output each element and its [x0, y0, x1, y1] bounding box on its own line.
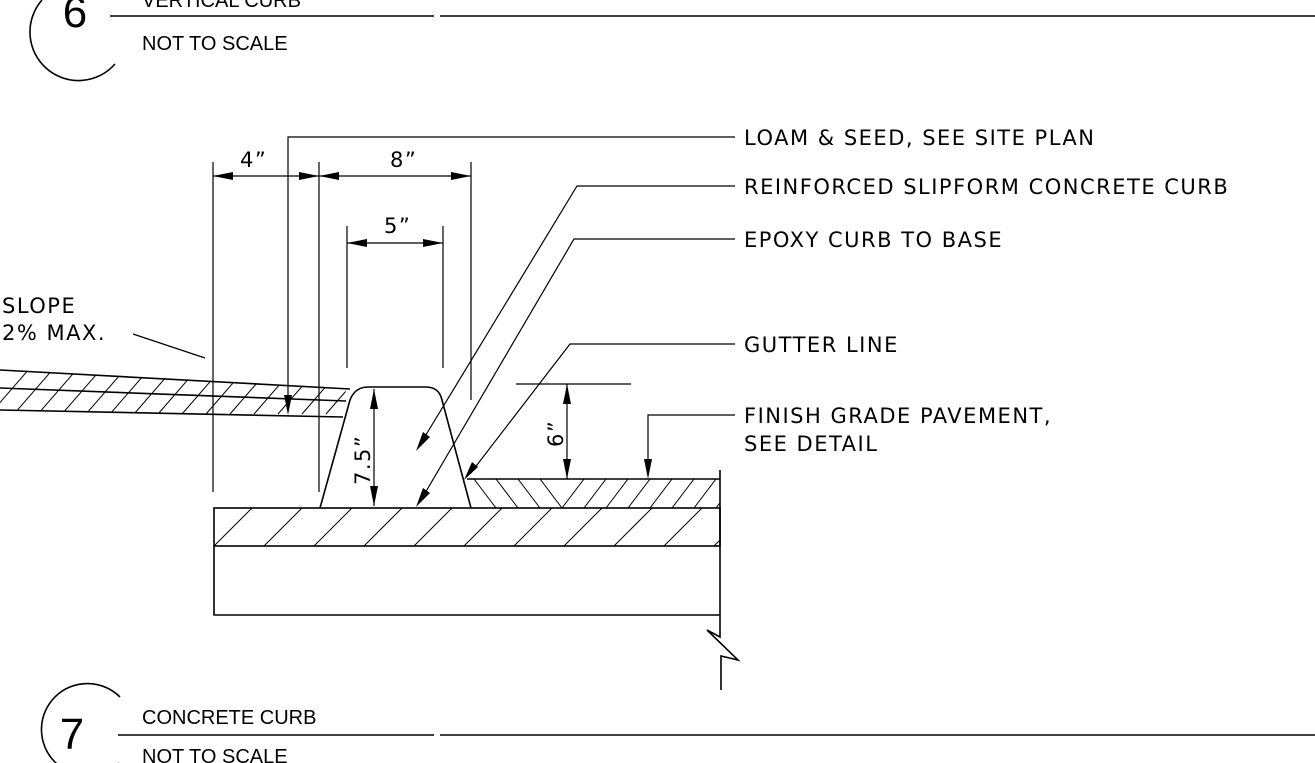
dimension-5-inch: 5” [346, 214, 444, 368]
detail-number-top: 6 [63, 0, 87, 37]
dimension-6-inch: 6” [516, 383, 631, 479]
dimension-4-label: 4” [240, 148, 267, 172]
callout-finish-grade: FINISH GRADE PAVEMENT, [744, 404, 1052, 428]
detail-number-bottom: 7 [60, 710, 84, 759]
dimension-4-inch: 4” [212, 148, 320, 492]
loam-and-seed-layer [0, 369, 351, 418]
leader-gutter-line: GUTTER LINE [464, 333, 899, 480]
detail-title-top: VERTICAL CURB [142, 0, 301, 12]
leader-concrete-curb: REINFORCED SLIPFORM CONCRETE CURB [416, 175, 1229, 451]
dimension-5-label: 5” [384, 214, 411, 238]
dimension-8-inch: 8” [319, 148, 472, 400]
callout-loam-and-seed: LOAM & SEED, SEE SITE PLAN [744, 126, 1095, 150]
detail-title-bottom: CONCRETE CURB [142, 707, 316, 729]
dimension-7-5-inch: 7.5” [351, 389, 378, 506]
detail-title-block-top: 6 VERTICAL CURB NOT TO SCALE [29, 0, 1315, 82]
callout-epoxy: EPOXY CURB TO BASE [744, 228, 1003, 252]
leader-finish-grade: FINISH GRADE PAVEMENT, SEE DETAIL [644, 404, 1052, 479]
callout-concrete-curb: REINFORCED SLIPFORM CONCRETE CURB [744, 175, 1229, 199]
dimension-7-5-label: 7.5” [351, 435, 375, 485]
leader-loam-and-seed: LOAM & SEED, SEE SITE PLAN [284, 126, 1095, 415]
subbase [213, 470, 741, 690]
callout-gutter-line: GUTTER LINE [744, 333, 899, 357]
base-course [213, 507, 721, 547]
dimension-6-label: 6” [544, 420, 568, 447]
concrete-curb [319, 386, 472, 509]
dimension-8-label: 8” [390, 148, 417, 172]
detail-title-block-bottom: 7 CONCRETE CURB NOT TO SCALE [40, 682, 1315, 763]
callout-finish-grade-detail: SEE DETAIL [744, 432, 878, 456]
detail-bubble-top [29, 0, 116, 82]
detail-scale-bottom: NOT TO SCALE [142, 746, 288, 763]
slope-annotation: SLOPE 2% MAX. [2, 294, 206, 359]
detail-scale-top: NOT TO SCALE [142, 33, 288, 55]
finish-grade-pavement [467, 478, 720, 508]
leader-epoxy: EPOXY CURB TO BASE [416, 228, 1003, 507]
slope-label: SLOPE [2, 294, 76, 318]
detail-bubble-bottom [40, 682, 121, 763]
slope-value: 2% MAX. [2, 321, 106, 345]
